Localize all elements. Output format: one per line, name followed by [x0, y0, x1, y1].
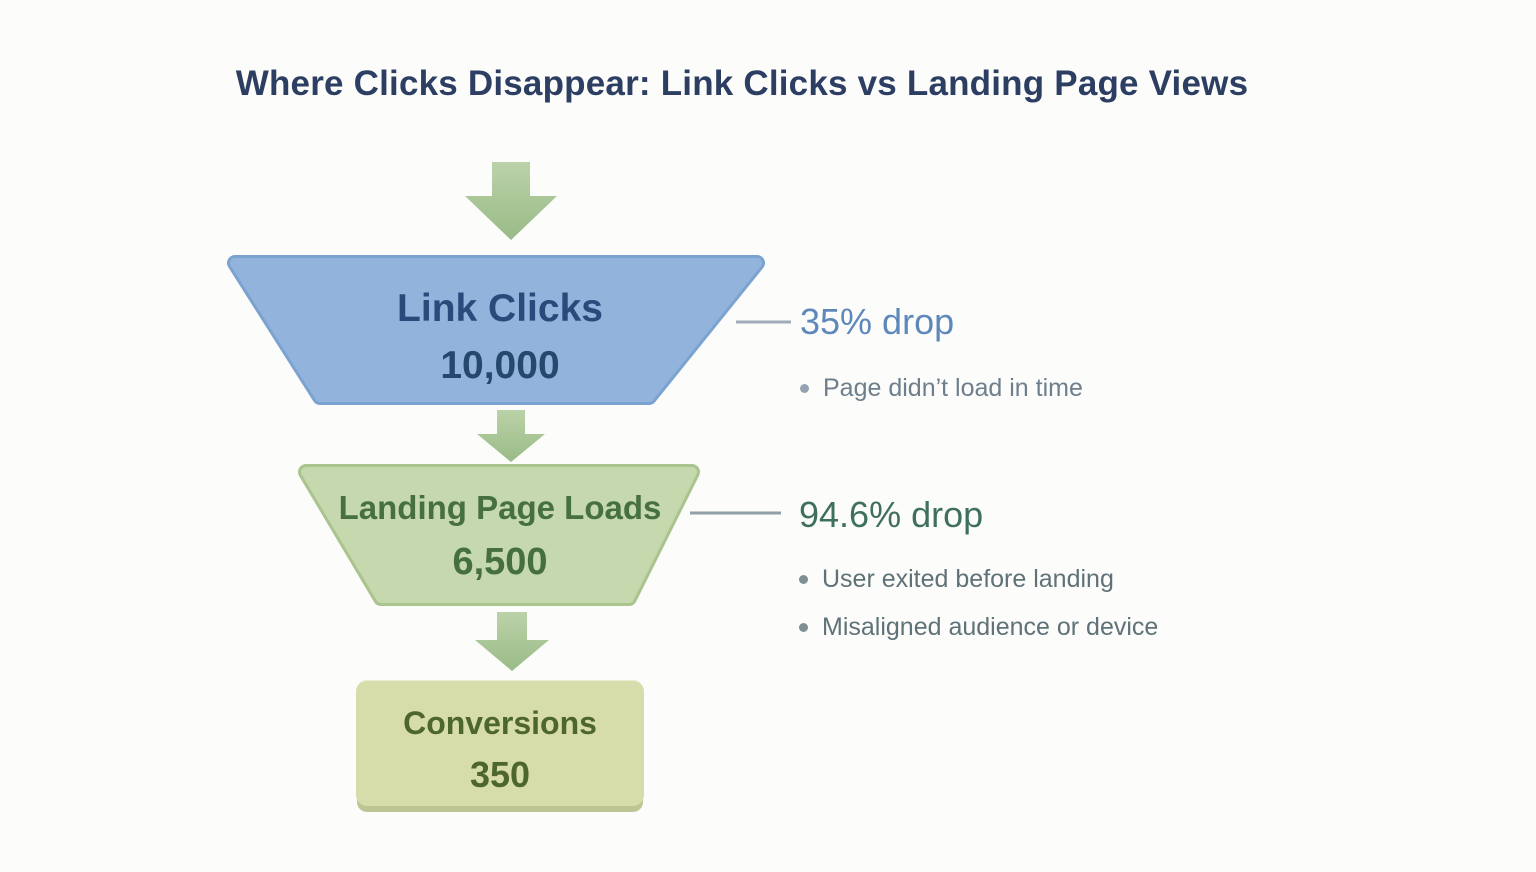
annotation-bullet: Misaligned audience or device	[799, 613, 1158, 642]
annotation-bullet: Page didn’t load in time	[800, 374, 1083, 403]
bullet-text: Page didn’t load in time	[823, 374, 1083, 402]
stage-label: Link Clicks	[397, 287, 603, 330]
arrow-down-icon	[477, 410, 545, 462]
bullet-dot-icon	[799, 623, 808, 632]
drop-headline: 94.6% drop	[799, 494, 984, 535]
stage-label: Conversions	[403, 705, 597, 741]
arrow-down-icon	[465, 162, 557, 240]
stage-landing-page-loads-shape	[298, 464, 700, 606]
bullet-text: User exited before landing	[822, 565, 1114, 593]
arrow-down-icon	[475, 612, 549, 671]
stage-value: 10,000	[440, 344, 560, 387]
annotation-link-clicks-drop: 35% drop Page didn’t load in time	[800, 304, 1083, 403]
bullet-dot-icon	[799, 575, 808, 584]
stage-value: 350	[469, 754, 531, 795]
stage-conversions: Conversions 350	[356, 707, 644, 793]
stage-link-clicks: Link Clicks 10,000	[240, 289, 760, 385]
stage-value: 6,500	[452, 541, 548, 583]
stage-label: Landing Page Loads	[338, 489, 662, 526]
stage-landing-page-loads: Landing Page Loads 6,500	[300, 491, 700, 581]
drop-headline: 35% drop	[800, 301, 955, 342]
stage-link-clicks-shape	[227, 255, 765, 405]
page-title: Where Clicks Disappear: Link Clicks vs L…	[235, 64, 1249, 103]
stage-conversions-shape	[356, 680, 644, 806]
annotation-landing-page-drop: 94.6% drop User exited before landing Mi…	[799, 497, 1158, 642]
bullet-dot-icon	[800, 384, 809, 393]
annotation-bullet: User exited before landing	[799, 565, 1158, 594]
bullet-text: Misaligned audience or device	[822, 613, 1159, 641]
